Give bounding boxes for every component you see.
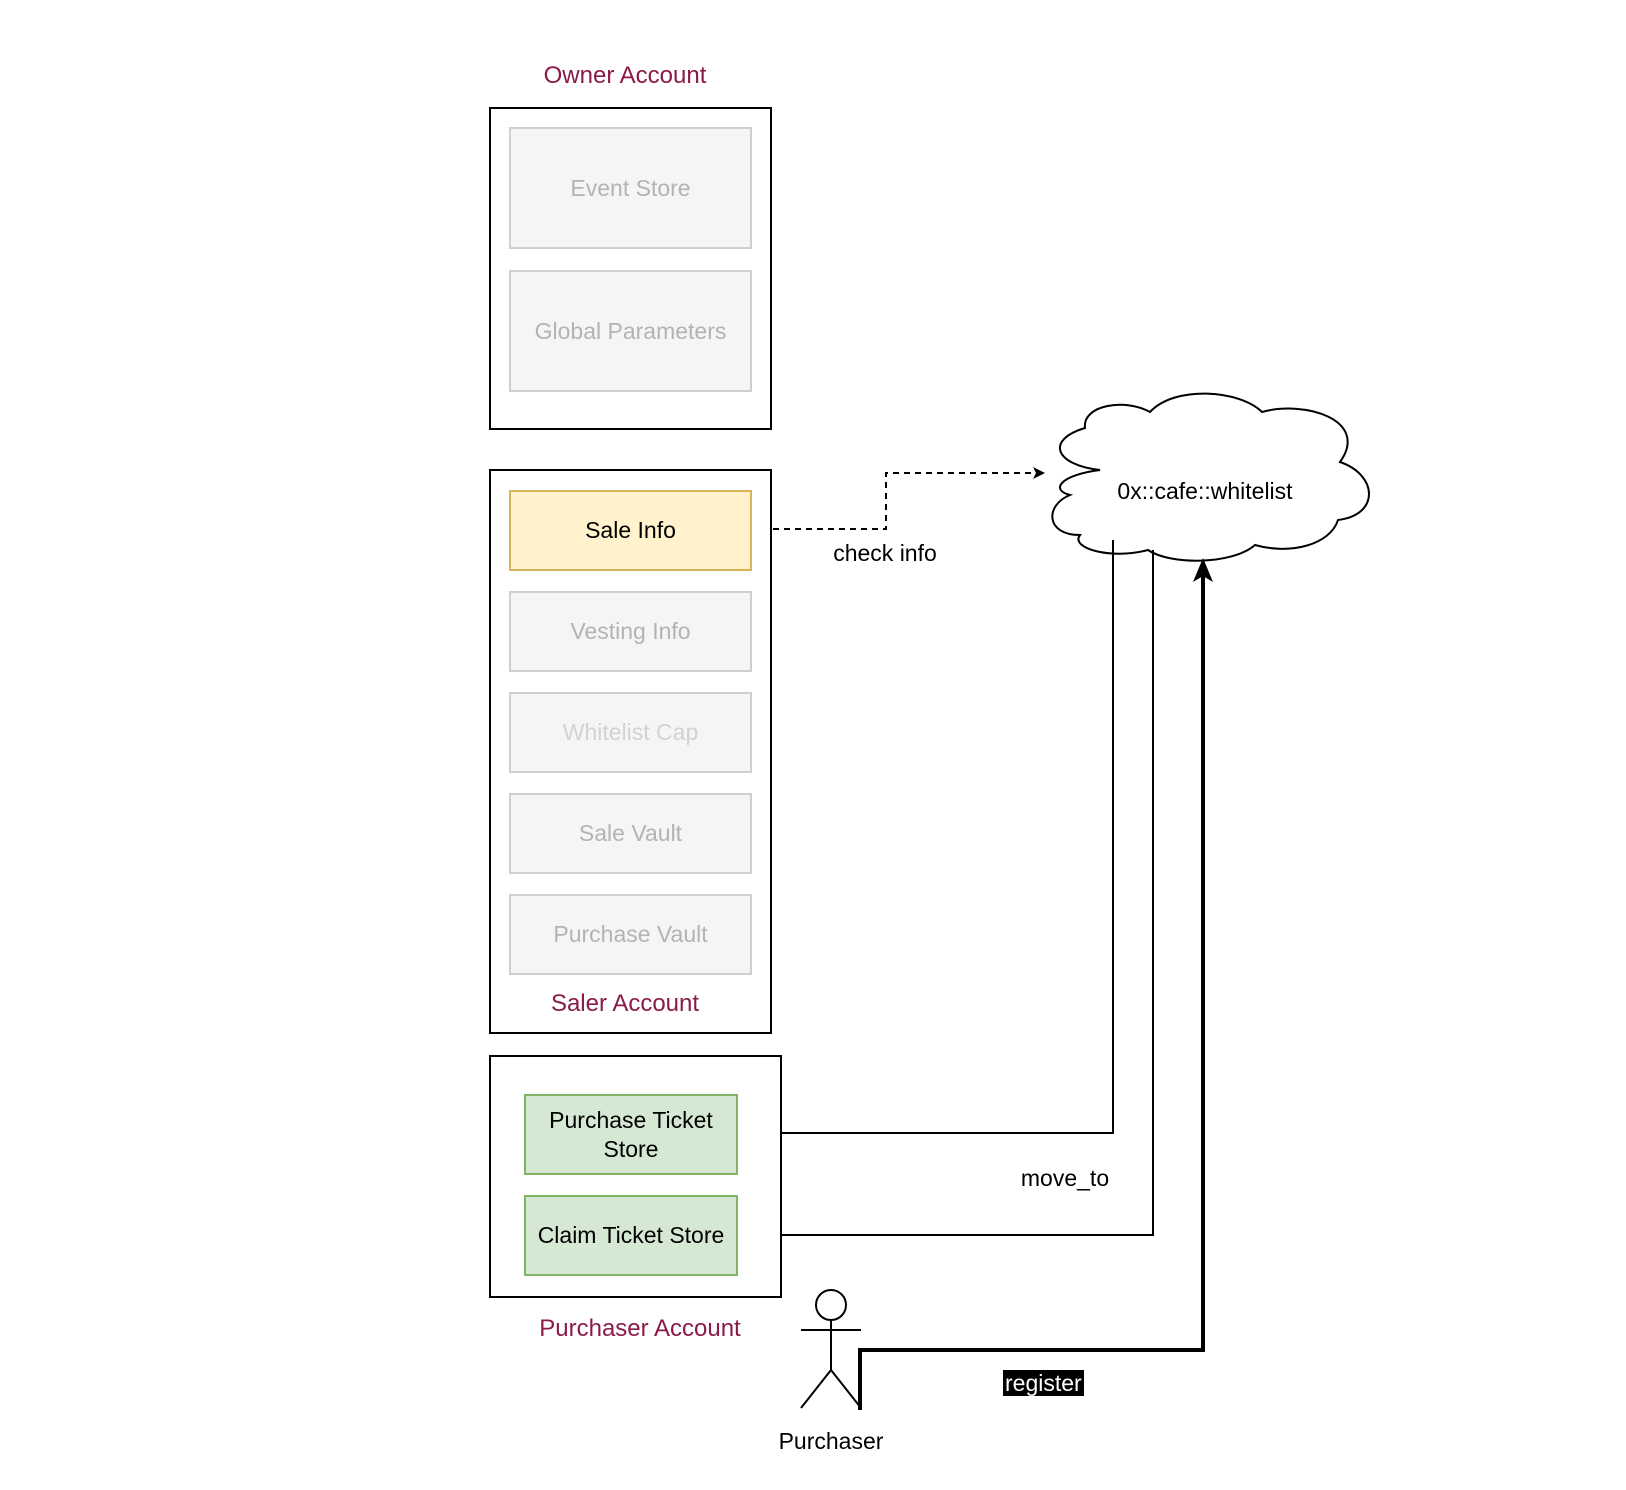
whitelist-module-label: 0x::cafe::whitelist xyxy=(1117,478,1293,504)
purchaser-actor-label: Purchaser xyxy=(778,1428,884,1454)
move-to-label: move_to xyxy=(1020,1165,1110,1191)
claim-ticket-store-box: Claim Ticket Store xyxy=(524,1195,738,1276)
purchase-vault-box: Purchase Vault xyxy=(509,894,752,975)
owner-account-label: Owner Account xyxy=(543,62,707,89)
global-parameters-box: Global Parameters xyxy=(509,270,752,392)
move-to-connector-claim xyxy=(735,550,1154,1241)
register-label: register xyxy=(1003,1370,1084,1397)
register-label-text: register xyxy=(1003,1370,1084,1396)
check-info-connector xyxy=(751,467,1045,530)
register-connector xyxy=(858,558,1213,1410)
move-to-connector-purchase xyxy=(735,540,1114,1139)
purchaser-account-label: Purchaser Account xyxy=(539,1315,741,1342)
saler-account-label: Saler Account xyxy=(550,990,700,1017)
purchaser-actor-icon xyxy=(800,1289,862,1409)
whitelist-cap-box: Whitelist Cap xyxy=(509,692,752,773)
purchase-ticket-store-box: Purchase Ticket Store xyxy=(524,1094,738,1175)
sale-vault-box: Sale Vault xyxy=(509,793,752,874)
check-info-label: check info xyxy=(833,540,937,566)
sale-info-box: Sale Info xyxy=(509,490,752,571)
vesting-info-box: Vesting Info xyxy=(509,591,752,672)
whitelist-cloud xyxy=(1051,392,1370,562)
event-store-box: Event Store xyxy=(509,127,752,249)
